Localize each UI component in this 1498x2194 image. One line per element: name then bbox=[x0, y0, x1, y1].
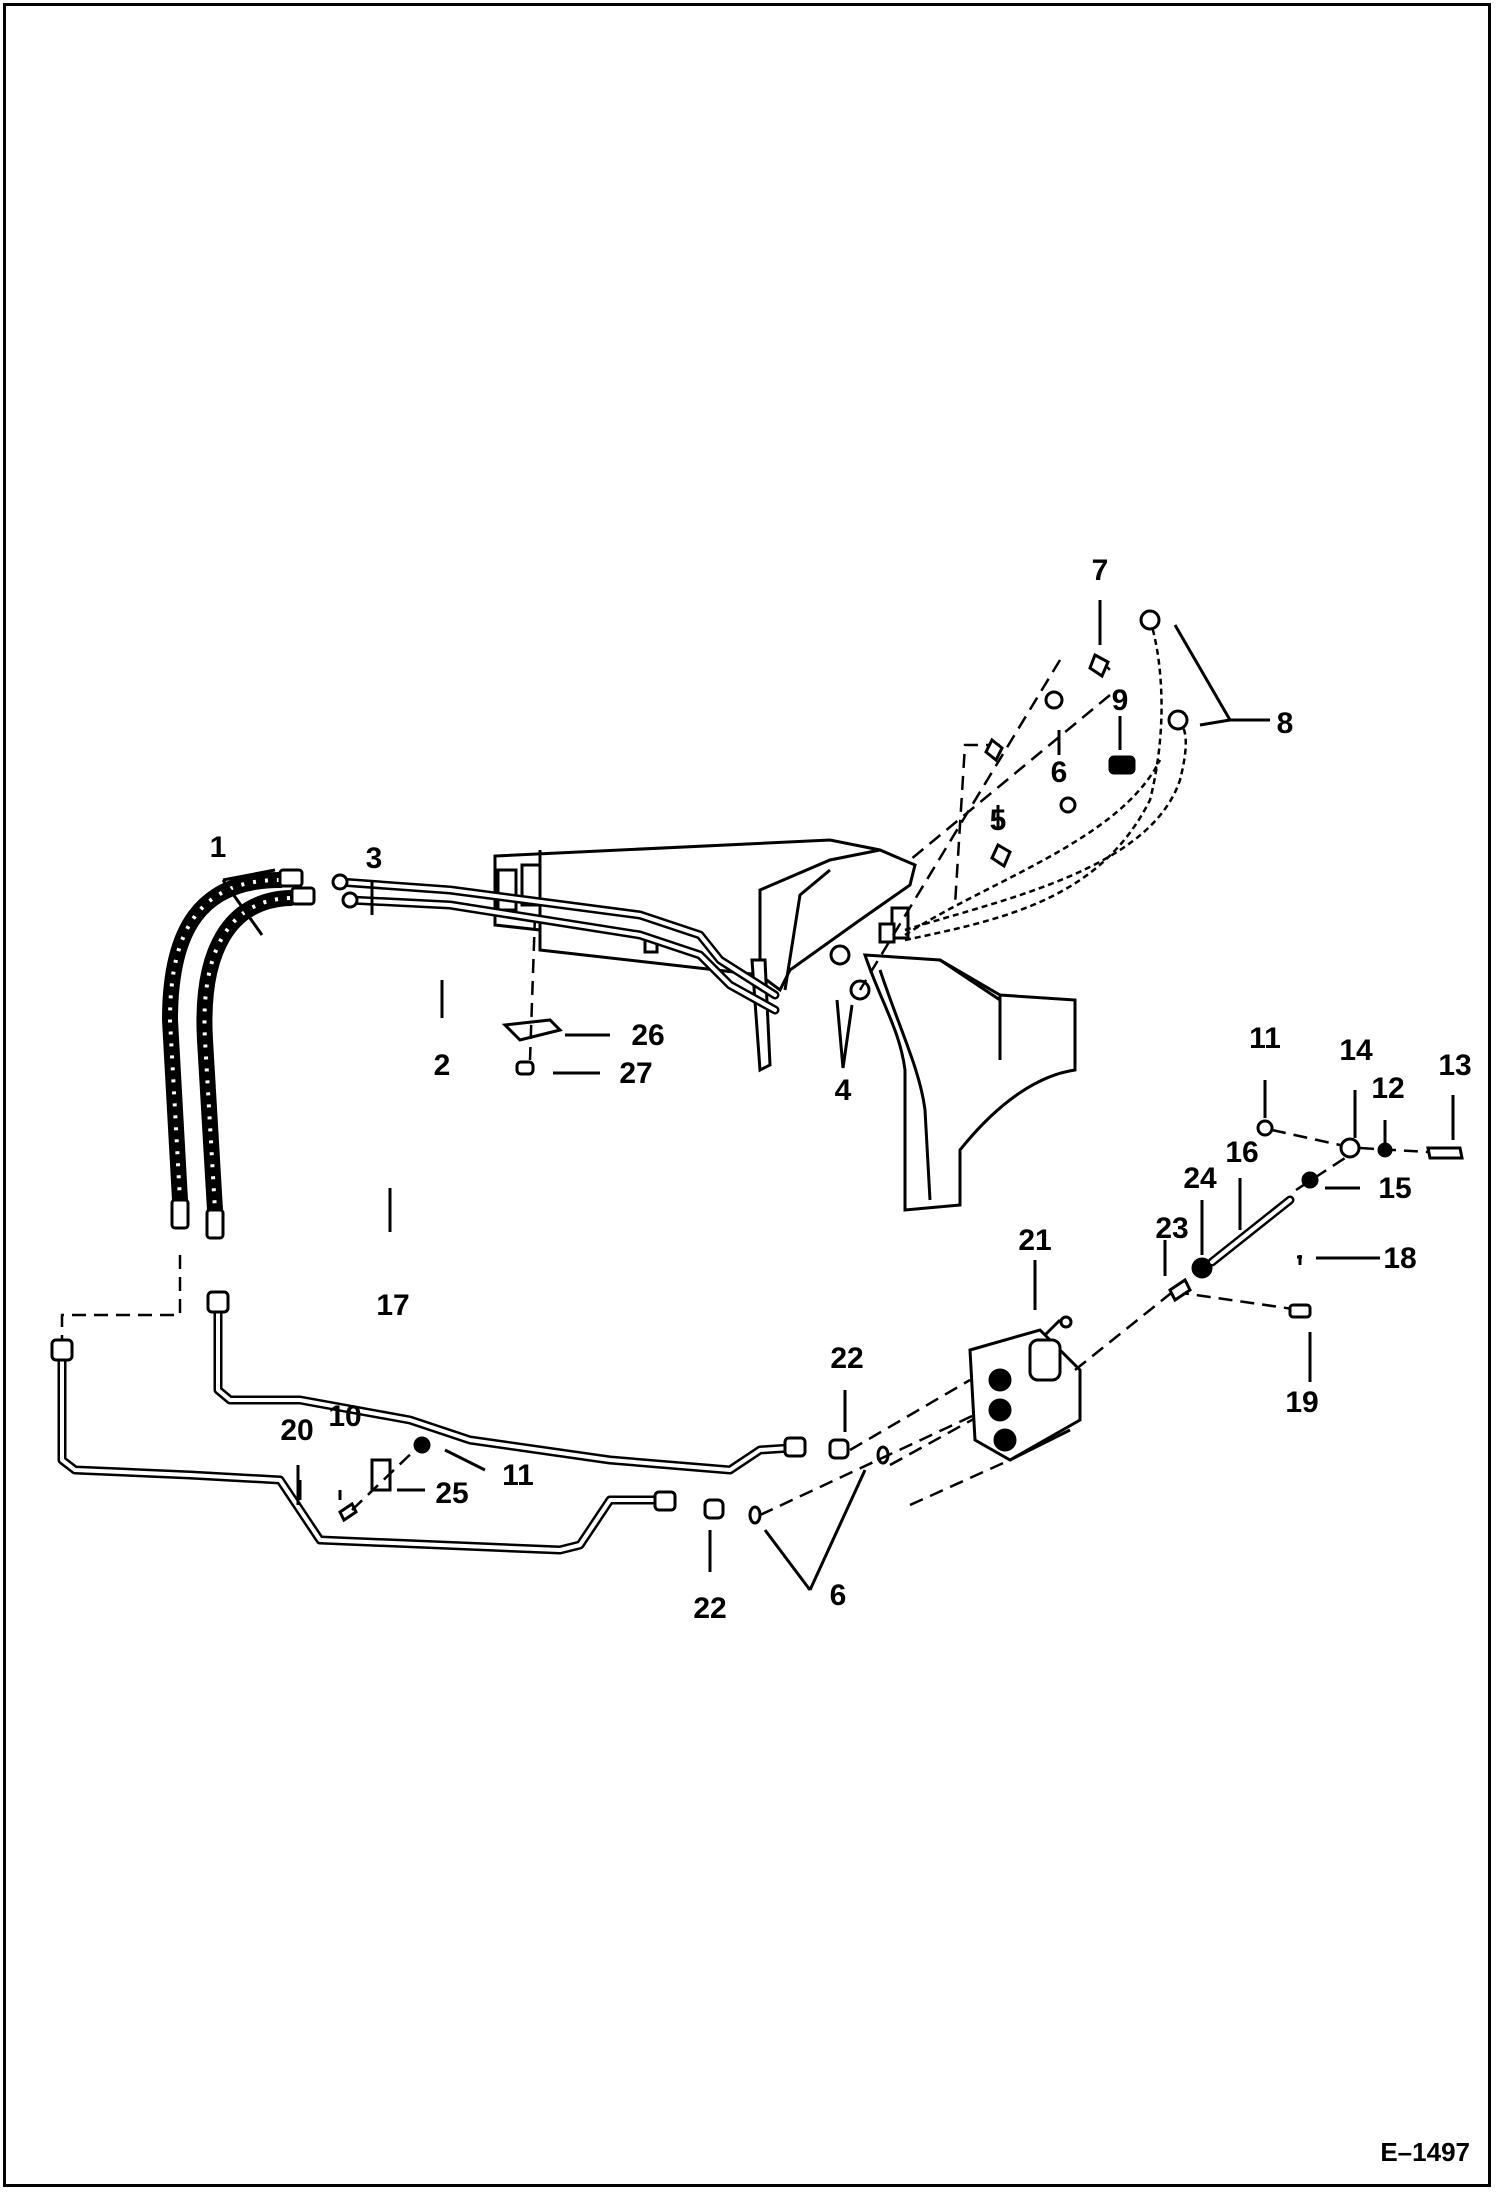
callout-6-lower: 6 bbox=[830, 1579, 847, 1612]
assembly-line bbox=[858, 659, 1062, 991]
assembly-line bbox=[759, 1408, 986, 1517]
valve-fittings bbox=[703, 1438, 890, 1525]
callout-7: 7 bbox=[1092, 554, 1109, 587]
callout-5: 5 bbox=[990, 804, 1007, 837]
assembly-line bbox=[1271, 1128, 1341, 1147]
callout-22-lower: 22 bbox=[693, 1592, 726, 1625]
callout-15: 15 bbox=[1378, 1172, 1411, 1205]
callout-22-upper: 22 bbox=[830, 1342, 863, 1375]
tube-17 bbox=[206, 1290, 807, 1475]
callout-3: 3 bbox=[366, 842, 383, 875]
callout-6-upper: 6 bbox=[1051, 756, 1068, 789]
assembly-line bbox=[909, 694, 1111, 861]
callout-10: 10 bbox=[328, 1400, 361, 1433]
callout-24: 24 bbox=[1183, 1162, 1217, 1195]
assembly-line bbox=[1295, 1156, 1346, 1192]
callout-8: 8 bbox=[1277, 707, 1294, 740]
callout-11-upper: 11 bbox=[1249, 1022, 1281, 1055]
assembly-line bbox=[351, 1446, 419, 1511]
figure-id-label: E–1497 bbox=[1380, 2137, 1470, 2167]
callouts: 1 2 3 4 5 6 6 7 8 9 10 11 11 12 13 14 15… bbox=[210, 554, 1472, 1625]
control-valve-21 bbox=[968, 1315, 1082, 1462]
callout-25: 25 bbox=[435, 1477, 468, 1510]
assembly-line bbox=[1074, 1289, 1176, 1371]
callout-2: 2 bbox=[434, 1049, 451, 1082]
drawing-border bbox=[3, 3, 1491, 2187]
tubes-2-3 bbox=[331, 873, 780, 1015]
callout-17: 17 bbox=[376, 1289, 409, 1322]
assembly-line bbox=[528, 914, 537, 1061]
hose-8-upper bbox=[904, 619, 1163, 942]
hose-8-lower bbox=[904, 719, 1187, 932]
callout-13: 13 bbox=[1438, 1049, 1471, 1082]
assembly-line bbox=[849, 1378, 971, 1452]
linkage-parts bbox=[1168, 1119, 1464, 1319]
hoses-1 bbox=[161, 868, 316, 1240]
hose-8-mid bbox=[904, 759, 1162, 937]
callout-1: 1 bbox=[210, 831, 227, 864]
callout-4: 4 bbox=[835, 1074, 852, 1107]
callout-9: 9 bbox=[1112, 684, 1129, 717]
callout-23: 23 bbox=[1155, 1212, 1188, 1245]
callout-21: 21 bbox=[1018, 1224, 1051, 1257]
callout-19: 19 bbox=[1285, 1386, 1318, 1419]
callout-16: 16 bbox=[1225, 1136, 1258, 1169]
callout-11-lower: 11 bbox=[502, 1459, 534, 1492]
callout-14: 14 bbox=[1339, 1034, 1373, 1067]
leader-lines bbox=[221, 600, 1455, 1591]
clamp-parts bbox=[338, 1436, 431, 1523]
callout-18: 18 bbox=[1383, 1242, 1416, 1275]
callout-27: 27 bbox=[619, 1057, 652, 1090]
assembly-line bbox=[909, 1458, 1011, 1507]
assembly-line bbox=[1174, 1290, 1301, 1312]
tube-20 bbox=[50, 1338, 677, 1555]
assembly-line bbox=[1359, 1146, 1429, 1154]
callout-12: 12 bbox=[1371, 1072, 1404, 1105]
chassis-frame bbox=[493, 838, 1077, 1212]
upper-fittings bbox=[984, 652, 1136, 869]
assembly-line bbox=[60, 1255, 182, 1340]
callout-20: 20 bbox=[280, 1414, 313, 1447]
callout-26: 26 bbox=[631, 1019, 664, 1052]
